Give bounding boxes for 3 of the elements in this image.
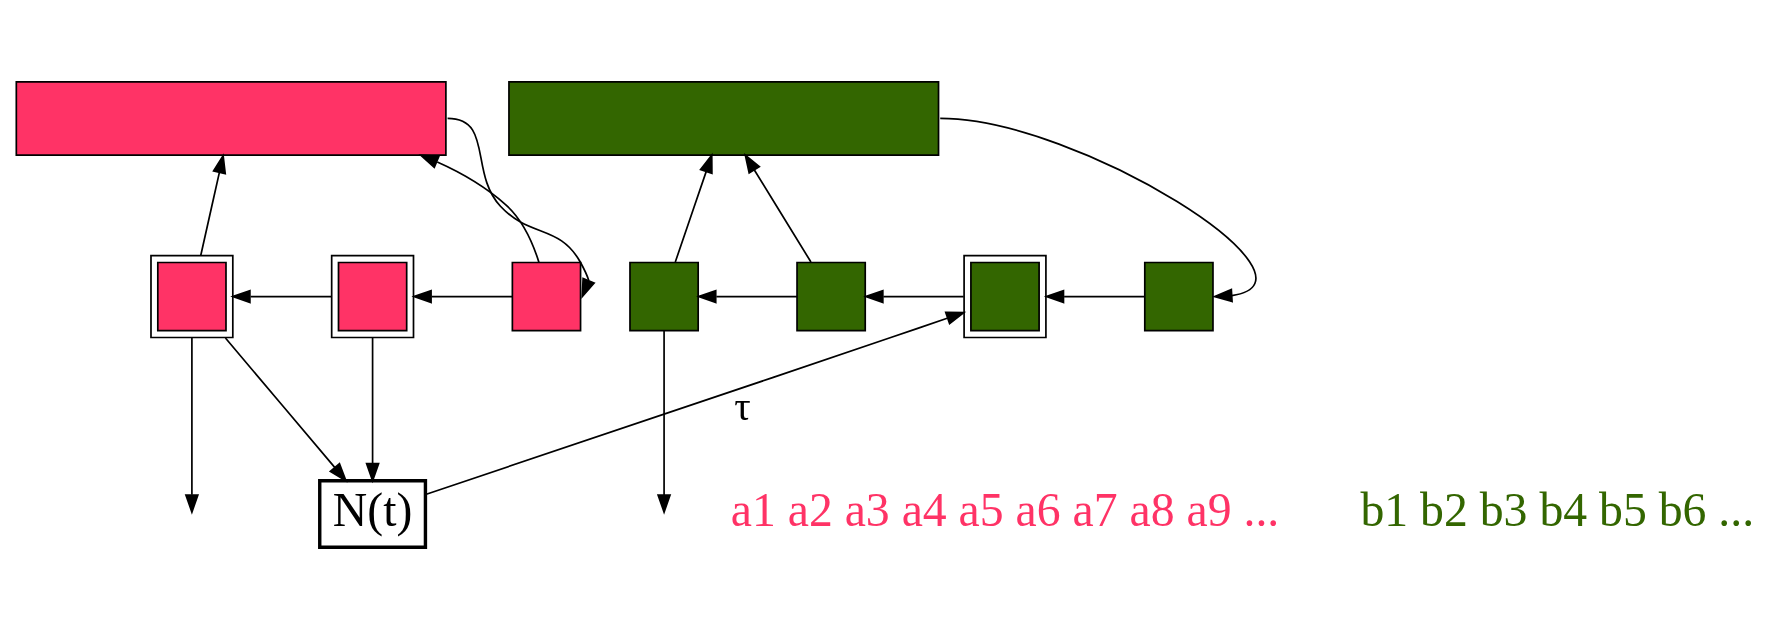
label: b1 b2 b3 b4 b5 b6 ... bbox=[1360, 482, 1755, 536]
label: a1 a2 a3 a4 a5 a6 a7 a8 a9 ... bbox=[730, 482, 1280, 536]
edge-label: τ bbox=[734, 383, 751, 429]
